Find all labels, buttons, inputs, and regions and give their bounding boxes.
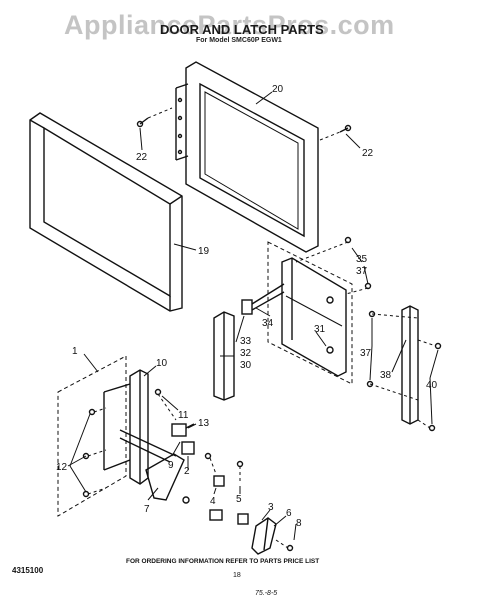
screw-22-left: [136, 107, 173, 128]
callout-37-top: 37: [356, 266, 368, 277]
watermark: AppliancePartsPros.com: [64, 10, 395, 40]
callout-4: 4: [210, 496, 216, 507]
latch-bracket-10: [103, 369, 149, 485]
callout-33: 33: [240, 336, 252, 347]
callout-13: 13: [198, 418, 210, 429]
actuator-4: [204, 452, 225, 487]
callout-12: 12: [56, 462, 68, 473]
screw-5: [236, 460, 244, 484]
screws-40: [417, 339, 442, 432]
door-panel-20: [175, 61, 319, 253]
callout-9: 9: [168, 460, 174, 471]
callout-22-left: 22: [136, 152, 148, 163]
callout-2: 2: [184, 466, 190, 477]
latch-bracket-30: [281, 257, 347, 377]
screw-8: [275, 539, 294, 552]
trim-strip-38: [401, 305, 419, 425]
latch-subassembly-outline: [267, 241, 353, 385]
leader-lines: [67, 91, 439, 541]
callout-31: 31: [314, 324, 326, 335]
callout-22-right: 22: [362, 148, 374, 159]
document-number: 4315100: [12, 566, 44, 575]
latch-lever-7: [119, 429, 185, 501]
callout-37-middle: 37: [360, 348, 372, 359]
callout-35: 35: [356, 254, 368, 265]
callout-20: 20: [272, 84, 284, 95]
callout-19: 19: [198, 246, 210, 257]
ordering-note: FOR ORDERING INFORMATION REFER TO PARTS …: [126, 558, 320, 565]
callout-32: 32: [240, 348, 252, 359]
diagram-subtitle: For Model SMC60P EGW1: [196, 37, 282, 44]
callout-11: 11: [178, 410, 189, 421]
callout-34: 34: [262, 318, 274, 329]
diagram-title: DOOR AND LATCH PARTS: [160, 22, 324, 37]
callout-40: 40: [426, 380, 438, 391]
callout-1: 1: [72, 346, 78, 357]
screw-11: [154, 388, 177, 421]
callout-10: 10: [156, 358, 168, 369]
callout-6: 6: [286, 508, 292, 519]
screws-37-middle: [366, 310, 419, 401]
callout-38: 38: [380, 370, 392, 381]
callout-5: 5: [236, 494, 242, 505]
part-bracket-lower: [182, 496, 249, 525]
callout-3: 3: [268, 502, 274, 513]
switch-2: [181, 441, 195, 455]
callout-30: 30: [240, 360, 252, 371]
door-frame-19: [29, 112, 183, 312]
latch-assembly-outline-1: [57, 355, 127, 517]
callout-8: 8: [296, 518, 302, 529]
latch-arm-34: [241, 283, 285, 315]
interlock-switch-6: [251, 517, 277, 555]
screw-22-right: [319, 124, 352, 141]
switch-13: [171, 423, 195, 437]
page-number: 18: [233, 572, 241, 579]
handwritten-mark: 75.-8-5: [255, 590, 278, 597]
callout-7: 7: [144, 504, 150, 515]
